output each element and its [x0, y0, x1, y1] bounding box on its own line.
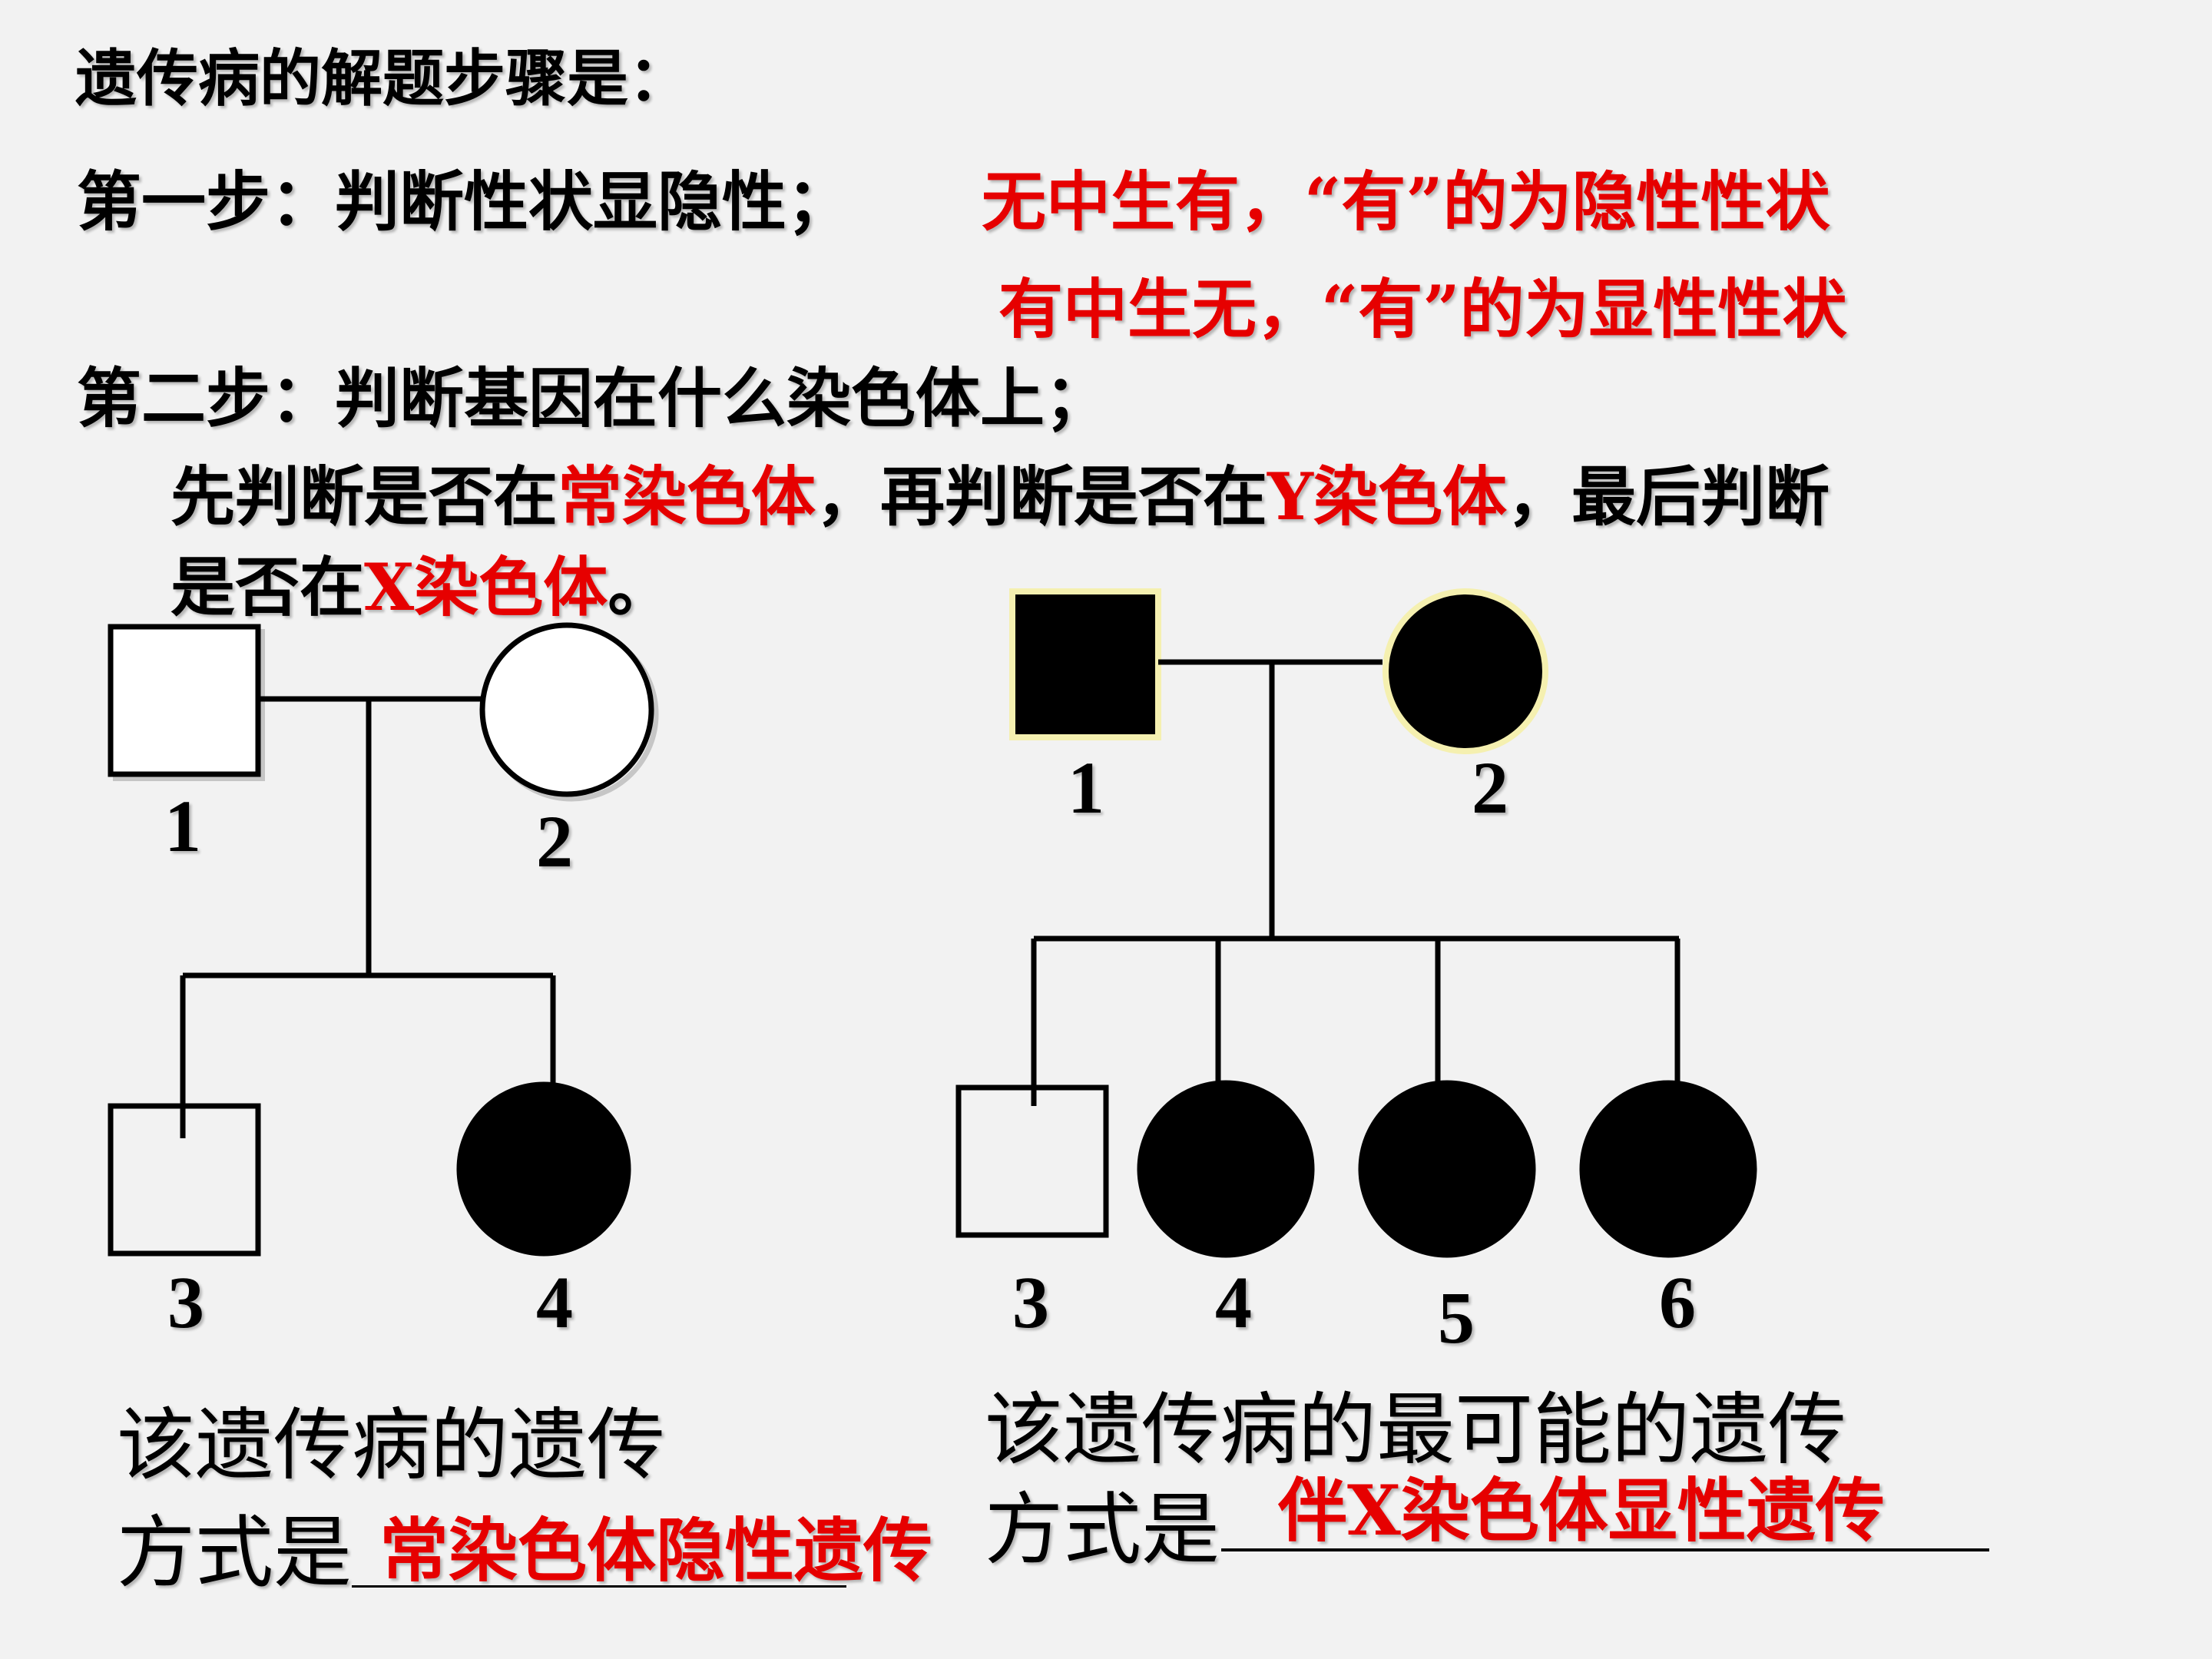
right-question-line2: 方式是 — [985, 1485, 1220, 1576]
rule-dominant: 有中生无，“有”的为显性性状 — [998, 271, 1847, 347]
pedigree-right — [955, 588, 1757, 1258]
rule-recessive: 无中生有，“有”的为隐性性状 — [982, 164, 1830, 240]
right-female-5-affected — [1358, 1080, 1536, 1258]
step2-line1-a: 先判断是否在 — [171, 459, 558, 535]
right-male-3-symbol — [955, 1084, 1109, 1238]
right-female-4-affected — [1137, 1080, 1315, 1258]
left-question-line1: 该遗传病的遗传 — [117, 1400, 665, 1492]
right-label-5: 5 — [1438, 1277, 1475, 1359]
left-female-2-symbol — [479, 622, 654, 797]
left-answer: 常染色体隐性遗传 — [379, 1510, 932, 1591]
step2-line1-c: ，再判断是否在 — [816, 459, 1268, 535]
right-female-2-affected — [1382, 588, 1548, 754]
left-label-4: 4 — [536, 1261, 573, 1343]
right-label-6: 6 — [1659, 1261, 1696, 1343]
left-label-1: 1 — [164, 785, 201, 867]
right-question-line1: 该遗传病的最可能的遗传 — [985, 1385, 1846, 1476]
pedigree-left — [108, 622, 659, 1257]
left-question-line2: 方式是 — [117, 1508, 352, 1599]
left-label-3: 3 — [167, 1261, 204, 1343]
right-answer-blank — [1221, 1548, 1989, 1551]
step1-label: 第一步：判断性状显隐性； — [77, 164, 852, 240]
highlight-y-chromosome: Y染色体 — [1267, 459, 1508, 535]
step2-line2: 是否在X染色体。 — [171, 536, 672, 629]
page-title: 遗传病的解题步骤是： — [75, 42, 690, 114]
left-label-2: 2 — [536, 800, 573, 882]
step2-line1-e: ，最后判断 — [1507, 459, 1830, 535]
right-label-4: 4 — [1215, 1261, 1252, 1343]
right-label-2: 2 — [1472, 747, 1508, 829]
highlight-autosome: 常染色体 — [558, 459, 816, 535]
right-female-6-affected — [1579, 1080, 1757, 1258]
step2-line2-c: 。 — [608, 549, 673, 625]
left-answer-blank — [352, 1585, 846, 1588]
left-male-3-symbol — [108, 1103, 261, 1257]
right-label-1: 1 — [1068, 747, 1104, 829]
right-label-3: 3 — [1012, 1261, 1049, 1343]
highlight-x-chromosome: X染色体 — [364, 549, 608, 625]
right-answer: 伴X染色体显性遗传 — [1278, 1470, 1885, 1551]
left-male-1-symbol — [108, 624, 261, 777]
step2-line1: 先判断是否在常染色体，再判断是否在Y染色体，最后判断 — [171, 445, 1830, 538]
step2-line2-a: 是否在 — [171, 549, 365, 625]
right-male-1-affected — [1009, 588, 1161, 740]
step2-label: 第二步：判断基因在什么染色体上； — [77, 360, 1110, 436]
left-female-4-affected — [456, 1081, 631, 1257]
